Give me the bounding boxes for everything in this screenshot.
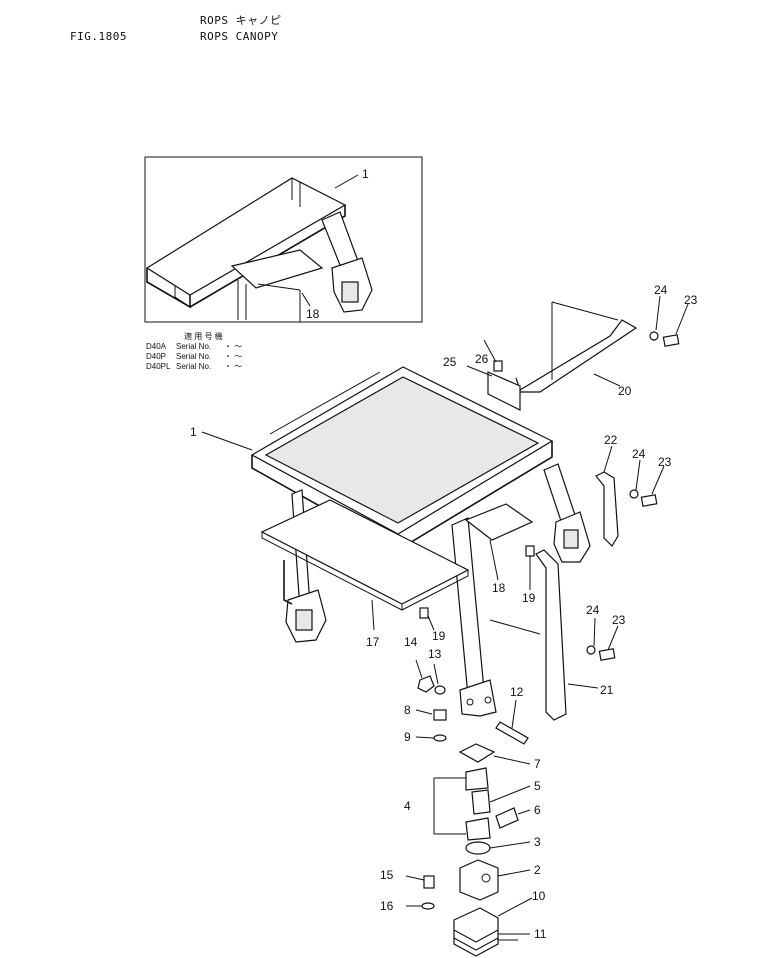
callout-9: 9 (404, 730, 411, 744)
callout-2: 2 (534, 863, 541, 877)
washer-9 (433, 734, 447, 742)
callout-1-inset: 1 (362, 167, 369, 181)
sleeve-5 (471, 789, 491, 815)
washer-24c (586, 645, 596, 655)
callout-14: 14 (404, 635, 418, 649)
callout-10: 10 (532, 889, 546, 903)
bushing-4-upper (465, 767, 489, 791)
bolt-23c (598, 648, 616, 661)
canopy-post-front (451, 517, 485, 697)
plate-18 (464, 503, 534, 541)
callout-24b: 24 (632, 447, 646, 461)
serial-heading: 適 用 号 機 (184, 332, 223, 341)
cap-7 (458, 743, 496, 763)
mount-front (459, 679, 497, 717)
callout-23b: 23 (658, 455, 672, 469)
callout-1: 1 (190, 425, 197, 439)
callout-4: 4 (404, 799, 411, 813)
canopy-assembly (250, 366, 591, 717)
callout-7: 7 (534, 757, 541, 771)
inset-detail: 1 18 (144, 156, 423, 323)
bushing-4-lower (465, 817, 491, 841)
washer-24a (649, 331, 659, 341)
bracket-25 (487, 371, 521, 411)
mount-10 (453, 907, 499, 957)
washer-13 (434, 685, 446, 695)
callouts: 1 26 25 20 24 23 22 24 23 18 19 17 19 24… (190, 283, 698, 941)
washer-24b (629, 489, 639, 499)
washer-16 (421, 902, 435, 910)
rail-21 (535, 549, 567, 721)
callout-11: 11 (534, 927, 547, 941)
bolt-8 (433, 709, 447, 721)
callout-19b: 19 (432, 629, 446, 643)
bolt-26 (493, 360, 503, 372)
title-english: ROPS CANOPY (200, 30, 279, 43)
callout-5: 5 (534, 779, 541, 793)
plug-19b (419, 607, 429, 619)
bolt-12 (495, 721, 529, 745)
plug-19a (525, 545, 535, 557)
nut-14 (417, 675, 435, 693)
block-2 (459, 859, 499, 901)
hardware (417, 331, 680, 957)
callout-13: 13 (428, 647, 442, 661)
callout-18: 18 (492, 581, 506, 595)
callout-15: 15 (380, 868, 394, 882)
callout-6: 6 (534, 803, 541, 817)
callout-17: 17 (366, 635, 380, 649)
bolt-15 (423, 875, 435, 889)
callout-24c: 24 (586, 603, 600, 617)
pin-6 (495, 807, 519, 829)
inset-frame (144, 156, 423, 323)
callout-19a: 19 (522, 591, 536, 605)
title-japanese: ROPS キャノピ (200, 14, 282, 27)
leader-lines (201, 295, 689, 941)
callout-18-inset: 18 (306, 307, 320, 321)
disc-3 (465, 841, 491, 855)
callout-25: 25 (443, 355, 457, 369)
callout-20: 20 (618, 384, 632, 398)
rail-22 (595, 471, 619, 547)
callout-12: 12 (510, 685, 524, 699)
callout-23a: 23 (684, 293, 698, 307)
figure-number: FIG.1805 (70, 30, 127, 43)
inset-plate (230, 249, 324, 289)
callout-21: 21 (600, 683, 614, 697)
callout-23c: 23 (612, 613, 626, 627)
callout-24a: 24 (654, 283, 668, 297)
callout-8: 8 (404, 703, 411, 717)
callout-26: 26 (475, 352, 489, 366)
rail-20 (515, 319, 638, 393)
bolt-23b (640, 494, 658, 507)
callout-22: 22 (604, 433, 618, 447)
bolt-23a (662, 334, 680, 347)
callout-16: 16 (380, 899, 394, 913)
callout-3: 3 (534, 835, 541, 849)
